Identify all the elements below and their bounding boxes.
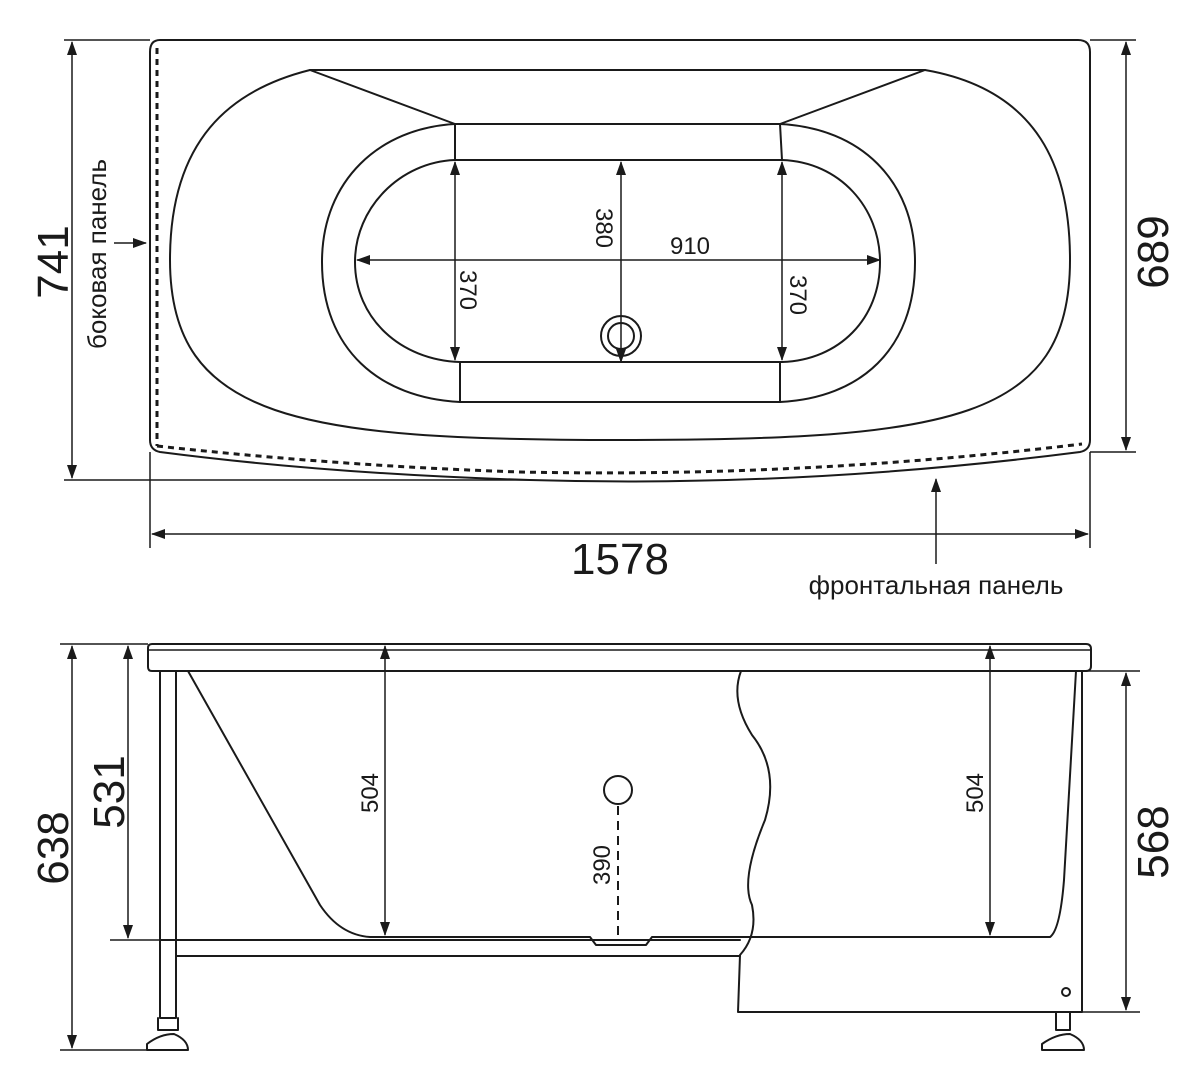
bowl-length-value: 910: [670, 233, 710, 260]
top-view: 910 380 370 370 741 689 1578 боковая пан…: [29, 39, 1178, 600]
rim-slab: [147, 643, 1092, 672]
tub-outer-bowl: [169, 69, 1071, 441]
step-line-right-top: [779, 123, 783, 161]
bowl-width-left-value: 370: [454, 270, 481, 310]
overall-length-value: 1578: [571, 535, 669, 584]
inner-seat-contour: [321, 123, 916, 403]
drain-offset-value: 380: [590, 208, 617, 248]
front-panel-cutaway: [736, 670, 1083, 1013]
overflow-outlet: [603, 775, 633, 805]
depth-left-value: 504: [357, 773, 384, 813]
side-view: 390 504 504 638 531 568: [29, 643, 1178, 1051]
height-to-rim-value: 531: [85, 755, 134, 828]
bowl-bottom: [354, 159, 881, 363]
depth-right-value: 504: [962, 773, 989, 813]
total-height-value: 638: [29, 811, 78, 884]
backrest-facet-top: [309, 69, 926, 125]
left-foot-base: [146, 1033, 189, 1051]
panel-height-value: 568: [1129, 805, 1178, 878]
tub-body-profile: [187, 670, 1077, 946]
tub-rim-outline: [149, 39, 1091, 483]
overall-width-value: 741: [29, 225, 78, 298]
side-panel-label: боковая панель: [82, 159, 112, 349]
left-foot: [157, 1017, 179, 1031]
inner-width-value: 689: [1129, 215, 1178, 288]
panel-fixing-point: [1061, 987, 1071, 997]
bowl-width-right-value: 370: [784, 275, 811, 315]
left-leg: [159, 670, 177, 1019]
overflow-height-value: 390: [589, 845, 616, 885]
front-panel-label: фронтальная панель: [809, 570, 1064, 600]
right-foot-base: [1041, 1033, 1085, 1051]
right-leg: [1055, 1011, 1071, 1031]
front-panel-dotted-line: [156, 442, 1083, 475]
